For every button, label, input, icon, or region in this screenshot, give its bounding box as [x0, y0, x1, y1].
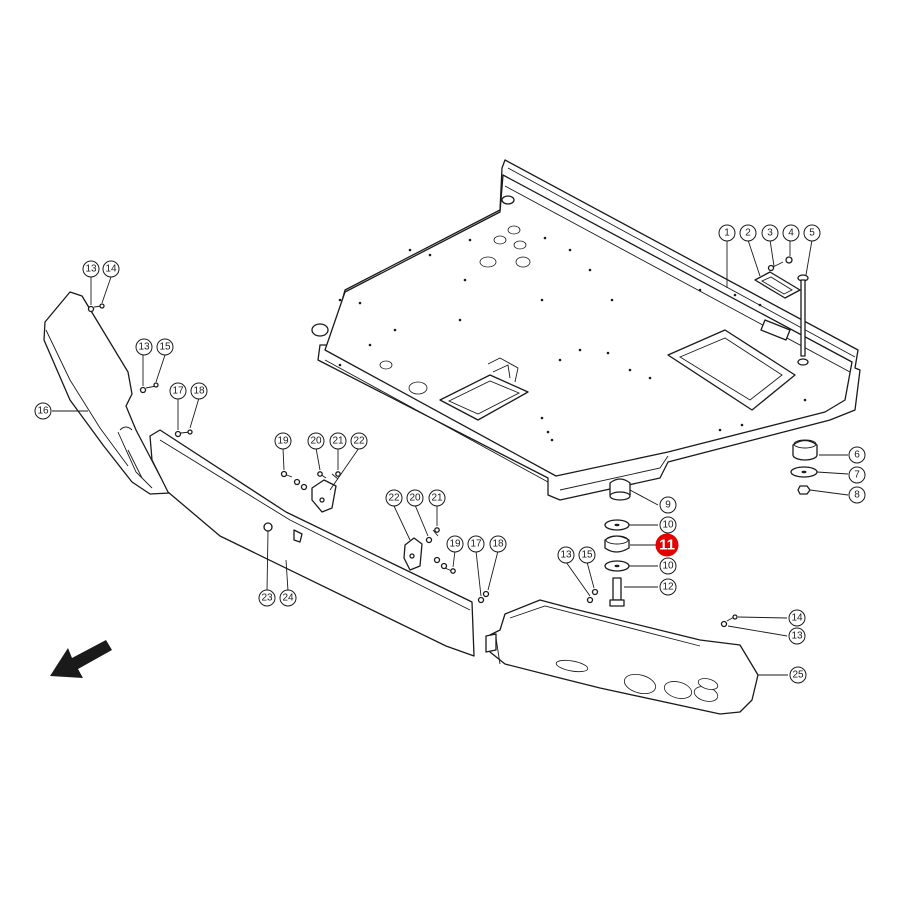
- fastener-23: [263, 522, 273, 532]
- nut-8: [797, 485, 811, 495]
- svg-text:20: 20: [310, 436, 322, 447]
- svg-text:25: 25: [792, 670, 804, 681]
- svg-text:19: 19: [449, 539, 461, 550]
- nut-4: [785, 256, 793, 264]
- svg-text:22: 22: [353, 436, 365, 447]
- svg-text:13: 13: [85, 264, 97, 275]
- callout-22-b: 22: [385, 489, 403, 507]
- svg-text:21: 21: [332, 436, 344, 447]
- callout-14-b: 14: [788, 609, 806, 627]
- svg-text:18: 18: [193, 386, 205, 397]
- svg-text:12: 12: [662, 582, 674, 593]
- callout-13-d: 13: [788, 627, 806, 645]
- callout-6: 6: [848, 446, 866, 464]
- svg-text:19: 19: [277, 436, 289, 447]
- bolt-5: [797, 274, 809, 366]
- callout-25: 25: [789, 666, 807, 684]
- svg-text:4: 4: [788, 228, 794, 239]
- svg-text:5: 5: [809, 228, 815, 239]
- callout-10-top: 10: [659, 516, 677, 534]
- mount-6: [792, 439, 818, 461]
- svg-text:18: 18: [492, 539, 504, 550]
- plate-bracket-2: [754, 271, 801, 299]
- callout-20-b: 20: [406, 489, 424, 507]
- svg-text:22: 22: [388, 493, 400, 504]
- mount-stack: [604, 478, 631, 607]
- plate-holes: [338, 236, 807, 442]
- callout-20-a: 20: [307, 432, 325, 450]
- callout-19-a: 19: [274, 432, 292, 450]
- svg-text:16: 16: [37, 406, 49, 417]
- callout-23: 23: [258, 589, 276, 607]
- callout-17-b: 17: [467, 535, 485, 553]
- washer-7: [790, 466, 818, 478]
- callout-21-b: 21: [428, 489, 446, 507]
- callout-7: 7: [848, 466, 866, 484]
- svg-text:24: 24: [282, 593, 294, 604]
- svg-text:10: 10: [662, 520, 674, 531]
- svg-text:1: 1: [724, 228, 730, 239]
- callout-4: 4: [782, 224, 800, 242]
- callout-22-a: 22: [350, 432, 368, 450]
- svg-text:9: 9: [665, 500, 671, 511]
- svg-text:23: 23: [261, 593, 273, 604]
- svg-text:6: 6: [854, 450, 860, 461]
- callout-9: 9: [659, 496, 677, 514]
- svg-text:17: 17: [172, 386, 184, 397]
- svg-text:17: 17: [470, 539, 482, 550]
- small-hardware: [87, 303, 738, 628]
- callout-18-a: 18: [190, 382, 208, 400]
- leader-lines: [52, 239, 849, 676]
- callout-17-a: 17: [169, 382, 187, 400]
- svg-text:8: 8: [854, 490, 860, 501]
- callout-13-c: 13: [557, 546, 575, 564]
- callout-3: 3: [761, 224, 779, 242]
- callout-10-bottom: 10: [659, 557, 677, 575]
- svg-text:13: 13: [560, 550, 572, 561]
- svg-text:14: 14: [105, 264, 117, 275]
- svg-text:21: 21: [431, 493, 443, 504]
- svg-text:13: 13: [791, 631, 803, 642]
- callout-labels: 1 2 3 4 5 6 7 8 9 10 11 10 12 13 14 13 1…: [34, 224, 866, 684]
- callout-15-a: 15: [156, 338, 174, 356]
- side-panel-25: [485, 599, 759, 715]
- callout-24: 24: [279, 589, 297, 607]
- callout-13-a: 13: [82, 260, 100, 278]
- callout-1: 1: [718, 224, 736, 242]
- callout-18-b: 18: [489, 535, 507, 553]
- callout-5: 5: [803, 224, 821, 242]
- callout-8: 8: [848, 486, 866, 504]
- bolt-3: [767, 261, 784, 272]
- svg-text:15: 15: [581, 550, 593, 561]
- callout-12: 12: [659, 578, 677, 596]
- callout-2: 2: [739, 224, 757, 242]
- side-panel-16: [43, 291, 171, 495]
- main-plate: [311, 159, 861, 501]
- svg-text:15: 15: [159, 342, 171, 353]
- svg-text:3: 3: [767, 228, 773, 239]
- callout-11-highlighted: 11: [655, 533, 679, 557]
- svg-text:11: 11: [659, 537, 675, 554]
- svg-text:7: 7: [854, 470, 860, 481]
- svg-text:20: 20: [409, 493, 421, 504]
- callout-15-b: 15: [578, 546, 596, 564]
- svg-text:13: 13: [138, 342, 150, 353]
- bracket-22-left: [311, 479, 337, 513]
- svg-text:2: 2: [745, 228, 751, 239]
- callout-13-b: 13: [135, 338, 153, 356]
- svg-text:10: 10: [662, 561, 674, 572]
- bracket-22-right: [403, 537, 423, 571]
- svg-text:14: 14: [791, 613, 803, 624]
- callout-14-a: 14: [102, 260, 120, 278]
- front-bumper-24: [149, 429, 475, 657]
- callout-21-a: 21: [329, 432, 347, 450]
- arrow-icon: [50, 640, 112, 678]
- callout-16: 16: [34, 402, 52, 420]
- callout-19-b: 19: [446, 535, 464, 553]
